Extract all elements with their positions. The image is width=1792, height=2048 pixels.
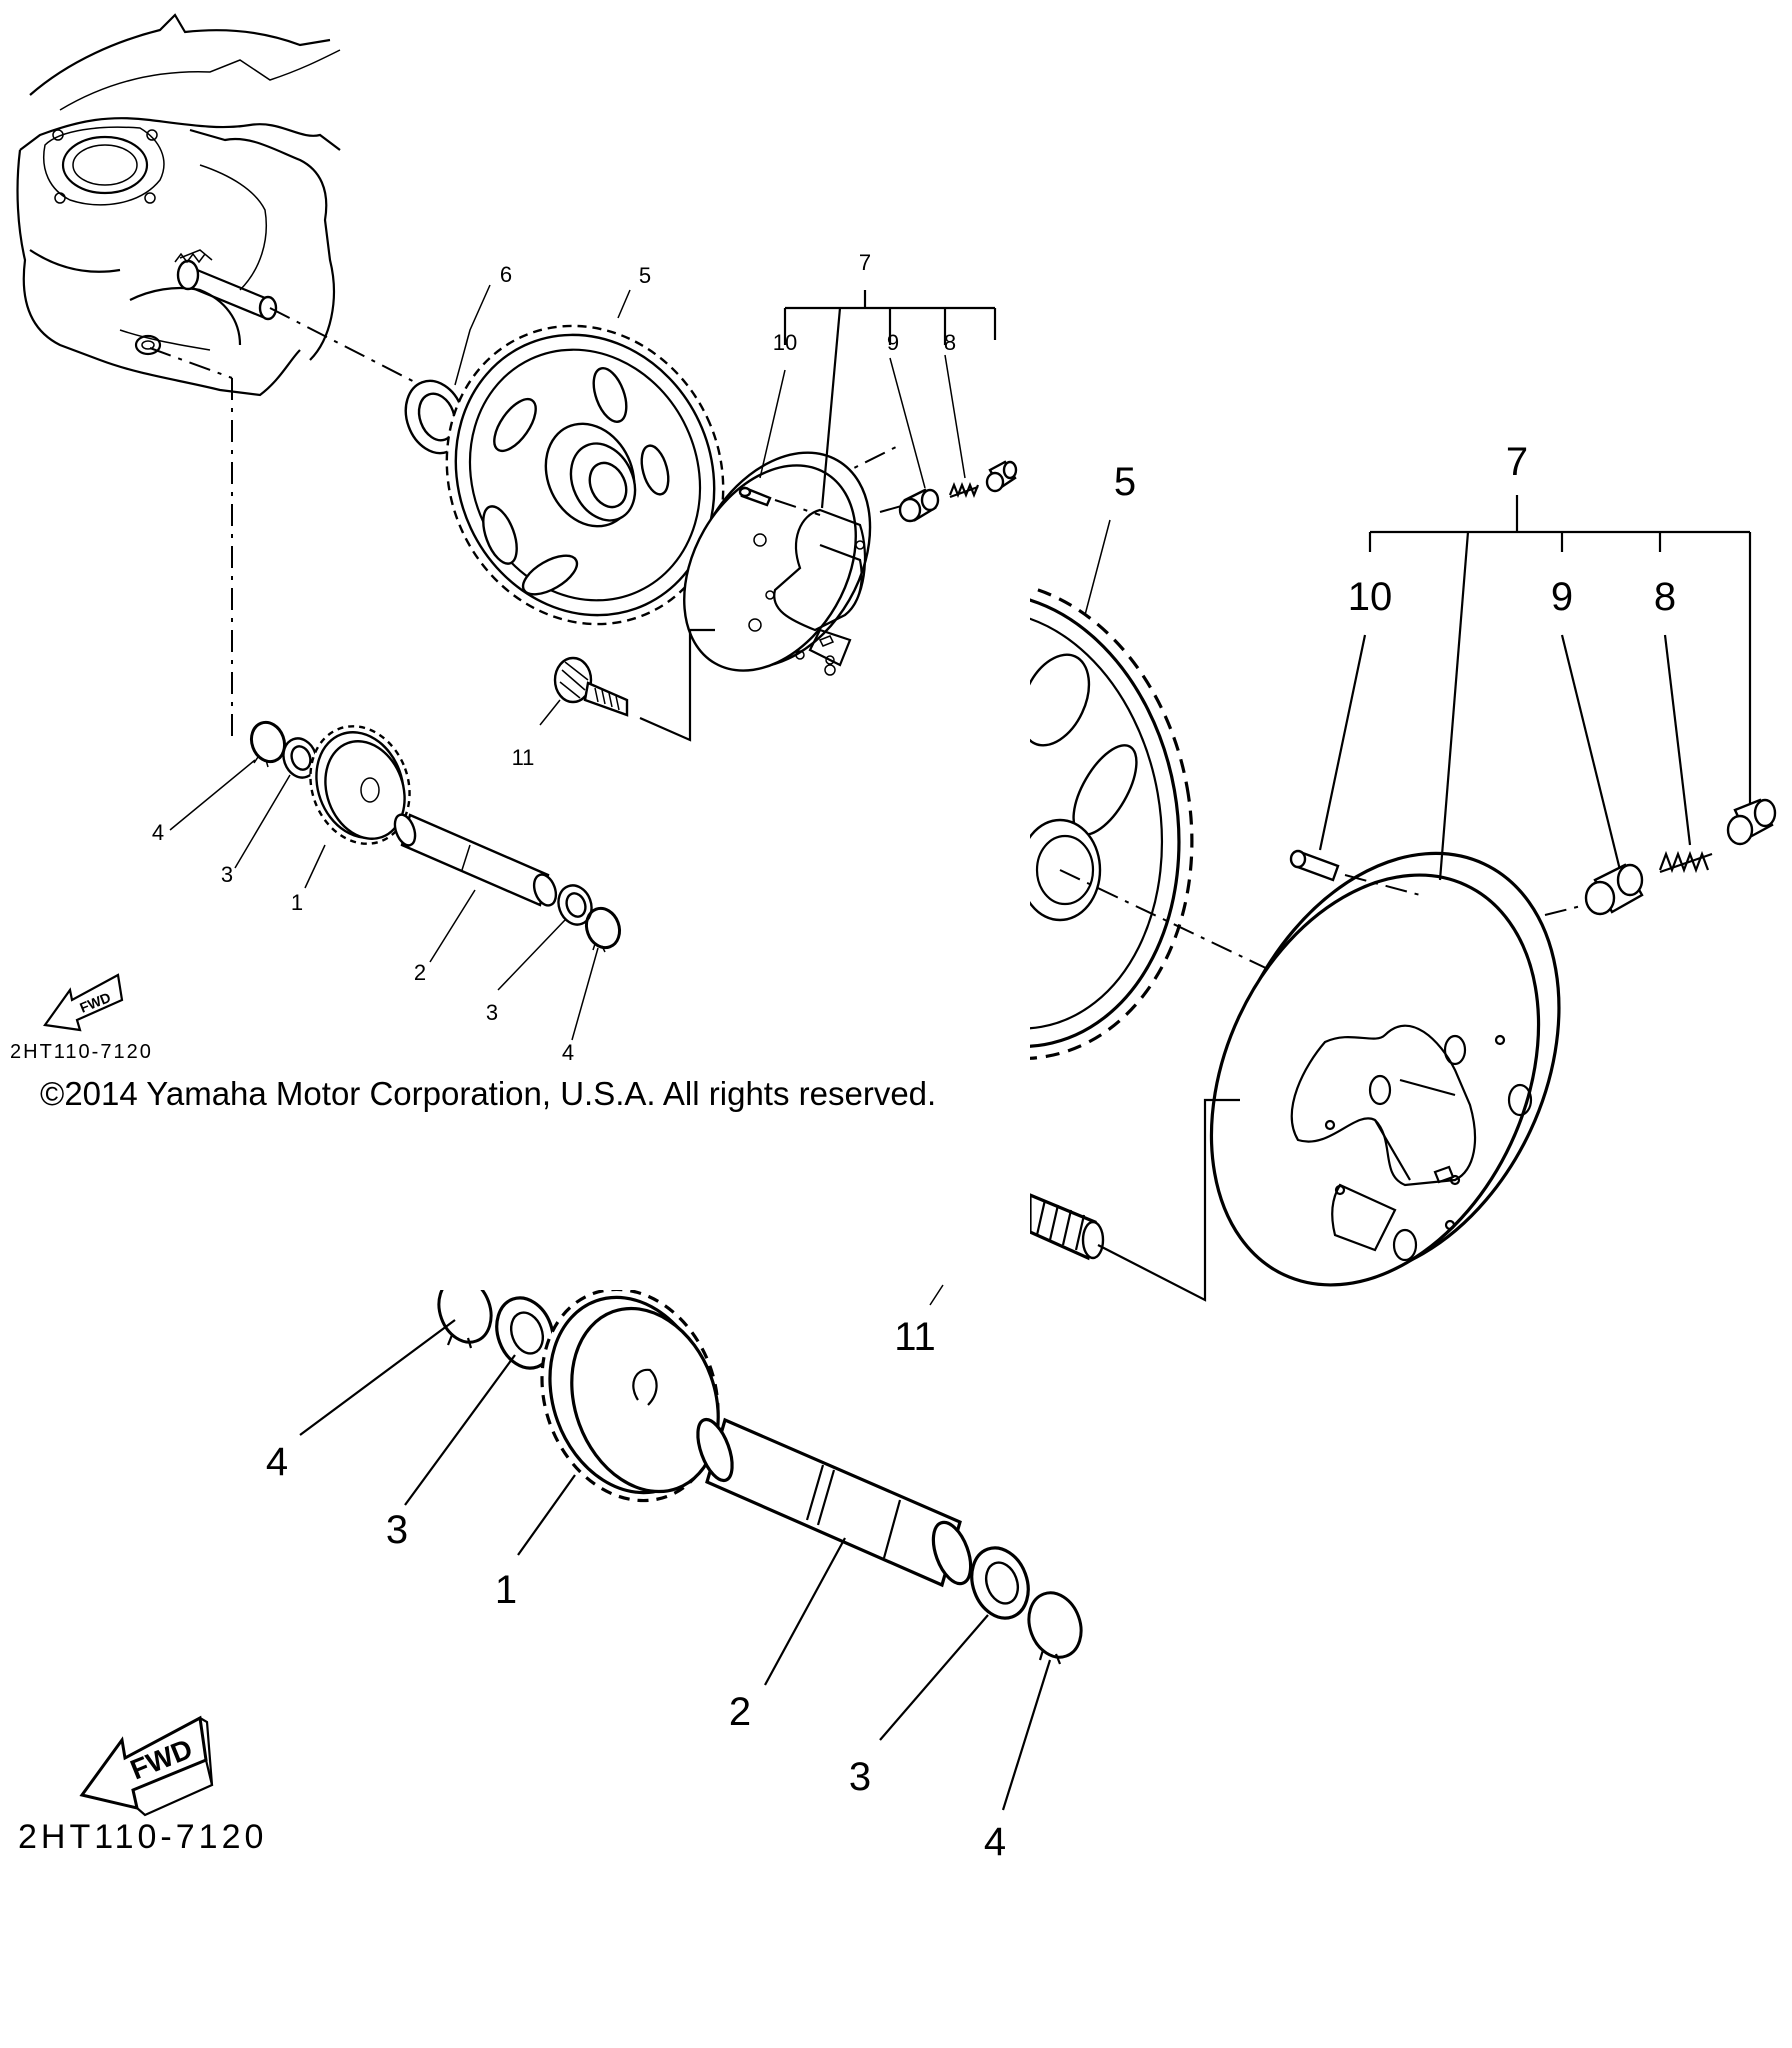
circlip-4a xyxy=(249,720,287,768)
circlip-4b xyxy=(584,906,622,953)
cap-small xyxy=(985,460,1018,493)
callout-1-small: 1 xyxy=(291,890,303,915)
engine-case-outline xyxy=(16,13,341,397)
callout-8-large: 8 xyxy=(1654,575,1676,619)
pin-10 xyxy=(738,486,772,507)
spring-8-large xyxy=(1658,850,1713,874)
circlip-4a-large xyxy=(437,1290,493,1349)
cap-large xyxy=(1726,798,1777,846)
diagram-code-large: 2HT110-7120 xyxy=(18,1818,267,1856)
callout-11-large: 11 xyxy=(894,1315,936,1359)
callout-5-small: 5 xyxy=(639,263,651,288)
callout-3a-small: 3 xyxy=(221,862,233,887)
detail-clutch-enlarged: 7 10 9 8 5 xyxy=(18,440,1777,1864)
overview-diagram: 6 5 7 10 9 8 11 4 3 1 2 3 4 FWD 2HT110-7… xyxy=(10,13,1018,1065)
callout-10-small: 10 xyxy=(773,330,797,355)
callout-4b-small: 4 xyxy=(562,1040,574,1065)
diagram-code-small: 2HT110-7120 xyxy=(10,1041,153,1063)
circlip-4b-large xyxy=(1027,1591,1083,1665)
bolt-11 xyxy=(553,656,629,717)
shaft-2-large xyxy=(696,1417,973,1588)
callout-3b-large: 3 xyxy=(849,1755,871,1799)
fwd-arrow-large: FWD xyxy=(79,1715,214,1817)
kick-gear-1 xyxy=(309,725,411,845)
starter-gear-5 xyxy=(445,324,725,626)
callout-8-small: 8 xyxy=(944,330,956,355)
callout-2-large: 2 xyxy=(729,1690,751,1734)
callout-4a-small: 4 xyxy=(152,820,164,845)
callout-4a-large: 4 xyxy=(266,1440,288,1484)
callout-3b-small: 3 xyxy=(486,1000,498,1025)
callout-10-large: 10 xyxy=(1348,575,1393,619)
spring-8 xyxy=(948,482,980,499)
copyright-notice: ©2014 Yamaha Motor Corporation, U.S.A. A… xyxy=(40,1075,937,1112)
plunger-9 xyxy=(898,488,940,523)
washer-3b xyxy=(557,884,593,926)
callout-9-small: 9 xyxy=(887,330,899,355)
callout-2-small: 2 xyxy=(414,960,426,985)
shaft-2-small xyxy=(393,813,558,907)
callout-5-large: 5 xyxy=(1114,460,1136,504)
callout-7-small: 7 xyxy=(859,250,871,275)
clutch-7-large xyxy=(1209,851,1561,1287)
washer-3a xyxy=(282,737,318,779)
fwd-arrow-small: FWD xyxy=(43,973,124,1032)
callout-3a-large: 3 xyxy=(386,1508,408,1552)
callout-1-large: 1 xyxy=(495,1568,517,1612)
callout-4b-large: 4 xyxy=(984,1820,1006,1864)
callout-9-large: 9 xyxy=(1551,575,1573,619)
callout-11-small: 11 xyxy=(512,745,535,770)
callout-7-large: 7 xyxy=(1506,440,1528,484)
kick-gear-1-large xyxy=(540,1290,720,1503)
plunger-9-large xyxy=(1584,863,1644,916)
washer-3a-large xyxy=(495,1296,555,1370)
pin-10-large xyxy=(1289,849,1340,882)
clutch-7-small xyxy=(683,451,872,676)
washer-3b-large xyxy=(970,1546,1030,1620)
callout-6-small: 6 xyxy=(500,262,512,287)
